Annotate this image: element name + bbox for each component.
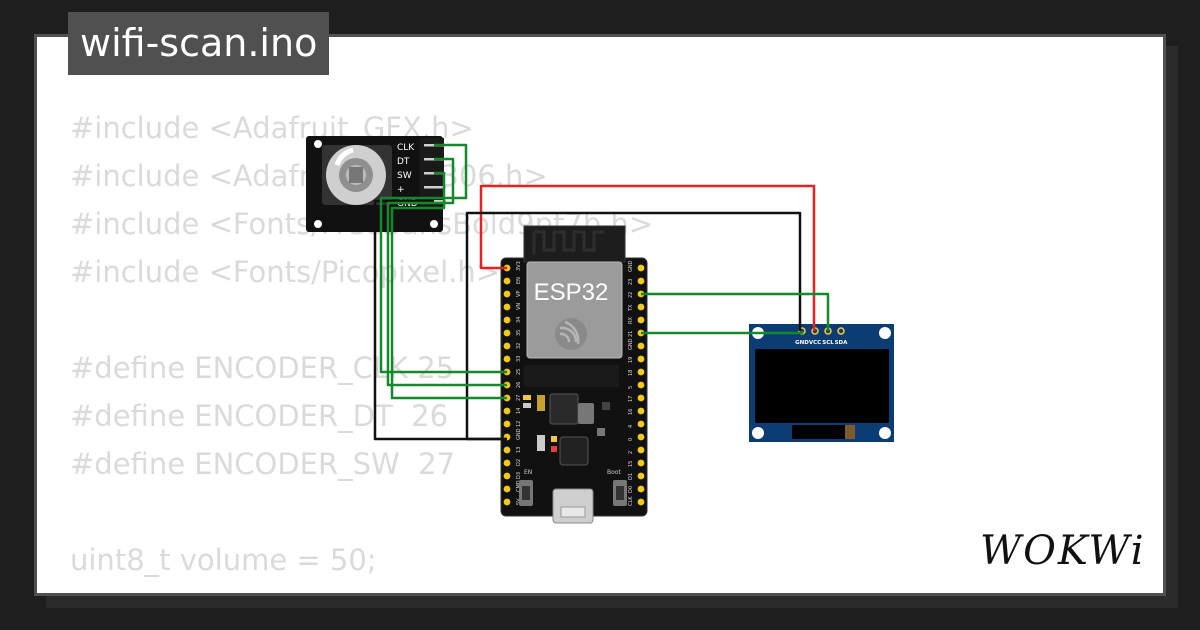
oled-screen — [755, 349, 889, 423]
oled-pin-label: VCC — [809, 340, 821, 346]
esp32-pin-label: 3V3 — [516, 261, 522, 271]
esp32-pin-label: 5 — [628, 386, 634, 389]
boot-button[interactable] — [613, 480, 627, 506]
esp32-pin-label: 16 — [628, 409, 634, 415]
esp32-pin-label: 14 — [516, 408, 522, 414]
esp32-pin-label: 22 — [628, 292, 634, 298]
code-line: #define ENCODER_CLK 25 — [70, 351, 455, 385]
wokwi-logo: WOKWi — [980, 528, 1146, 574]
wire-black-gnd-encoder[interactable] — [373, 199, 507, 441]
esp32-pin-label: 12 — [516, 421, 522, 427]
esp32-pin-label: VP — [516, 291, 522, 297]
wire-green-scl[interactable] — [641, 292, 830, 331]
esp32-pin-label: TX — [628, 304, 634, 312]
esp32-pin-label: 23 — [628, 279, 634, 285]
esp32-pin-label: 15 — [628, 461, 634, 467]
esp32-pin-label: 32 — [516, 343, 522, 349]
esp32-label: ESP32 — [534, 279, 609, 306]
esp32-pin-label: D2 — [516, 459, 522, 466]
espressif-logo-icon — [555, 318, 587, 350]
oled-pin-label: GND — [795, 340, 809, 346]
esp32-pin-label: GND — [628, 260, 634, 272]
esp32-pin-label: 2 — [628, 451, 634, 454]
oled-pin-label: SDA — [835, 340, 849, 346]
code-line: uint8_t volume = 50; — [70, 543, 377, 577]
esp32-pin-label: VN — [516, 303, 522, 310]
esp32-pin-label: 17 — [628, 396, 634, 402]
esp32-pin-label: D3 — [516, 472, 522, 479]
esp32-pin-label: 34 — [516, 317, 522, 323]
esp32-pin-label: D0 — [628, 486, 634, 493]
esp32-pin-label: 0 — [628, 438, 634, 441]
esp32-right-header — [637, 264, 645, 506]
esp32-pin-label: D1 — [628, 473, 634, 480]
boot-button-label: Boot — [607, 469, 621, 476]
esp32-pin-label: 35 — [516, 330, 522, 336]
code-line: #define ENCODER_SW 27 — [70, 447, 456, 481]
esp32-board[interactable]: ESP32 3V3ENVPVN343532332526271412GND13D2… — [500, 225, 648, 524]
code-line: uint8_t bass = 25; — [70, 591, 336, 593]
esp32-pin-label: GND — [628, 338, 634, 350]
code-line: #include <Fonts/Picopixel.h> — [70, 255, 501, 289]
wokwi-logo-text: WOKWi — [980, 528, 1146, 574]
encoder-pin-label: + — [397, 185, 405, 195]
oled-pin-label: SCL — [822, 340, 834, 346]
esp32-pin-label: 5V — [516, 498, 522, 505]
wire-red-vcc[interactable] — [479, 184, 816, 331]
esp32-pin-label: 27 — [516, 395, 522, 401]
en-button[interactable] — [519, 480, 533, 506]
file-title-tab[interactable]: wifi-scan.ino — [68, 12, 330, 75]
usb-port — [552, 488, 594, 524]
encoder-pin-label: CLK — [397, 143, 415, 153]
esp32-pin-label: CMD — [516, 480, 522, 492]
esp32-pin-label: 21 — [628, 331, 634, 337]
esp32-pin-label: RX — [628, 317, 634, 324]
esp32-pin-label: GND — [516, 428, 522, 440]
wire-green-clk[interactable] — [379, 143, 507, 374]
esp32-pin-label: 18 — [628, 370, 634, 376]
esp32-pin-label: 4 — [628, 425, 634, 428]
esp32-pin-label: 19 — [628, 357, 634, 363]
esp32-pin-label: EN — [516, 277, 522, 284]
code-line: #define ENCODER_DT 26 — [70, 399, 449, 433]
en-button-label: EN — [524, 469, 532, 476]
esp32-pin-label: 13 — [516, 447, 522, 453]
esp32-pin-label: 25 — [516, 369, 522, 375]
wire-green-sw[interactable] — [390, 171, 507, 400]
encoder-pin-label: SW — [397, 171, 412, 181]
esp32-pin-label: CLK — [628, 496, 634, 506]
encoder-pin-label: DT — [397, 157, 410, 167]
wire-green-sda[interactable] — [641, 331, 804, 335]
esp32-pin-label: 33 — [516, 356, 522, 362]
esp32-pin-label: 26 — [516, 382, 522, 388]
wire-green-dt[interactable] — [386, 157, 507, 387]
wires — [373, 143, 830, 441]
